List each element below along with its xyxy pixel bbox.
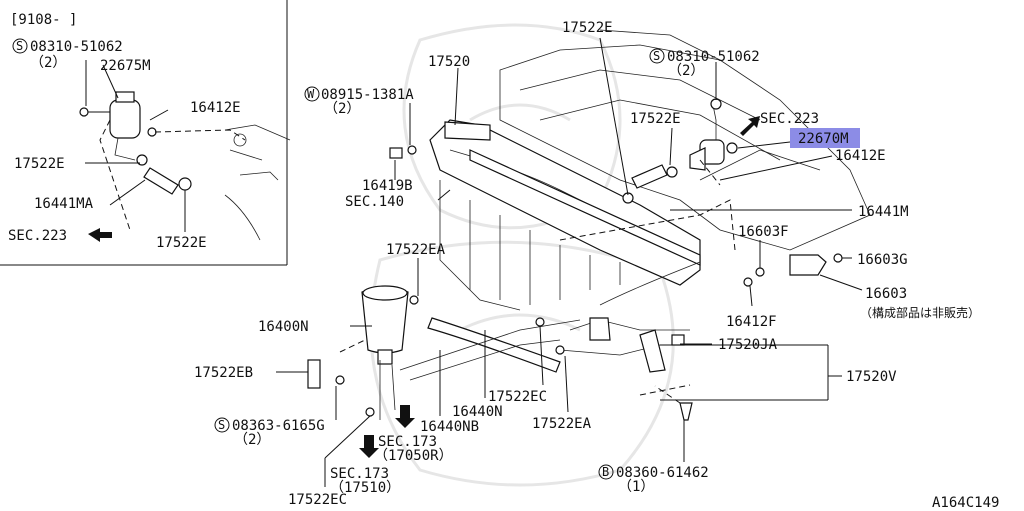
bolt-qty-mid: （2） (234, 432, 270, 448)
label-17522ea-bottom: 17522EA (532, 416, 592, 432)
inset-bolt-qty: （2） (30, 55, 66, 71)
label-16440nb: 16440NB (420, 419, 479, 435)
label-sec173-a-sub: （17050R） (374, 448, 453, 464)
label-17522ea-top: 17522EA (386, 242, 446, 258)
fuel-pressure-regulator (622, 98, 738, 204)
label-sec173-a: SEC.173 (378, 434, 437, 450)
bolt-callout-mid: S 08363-6165G （2） (214, 417, 325, 448)
inset-frame (0, 0, 288, 266)
label-16603: 16603 (865, 286, 907, 302)
label-22670m: 22670M (798, 131, 849, 147)
label-17522eb: 17522EB (194, 365, 253, 381)
label-17522e-inset-bottom: 17522E (156, 235, 207, 251)
s-symbol: S (16, 39, 23, 53)
washer-qty: （2） (324, 101, 360, 117)
washer-callout: W 08915-1381A （2） (304, 86, 414, 117)
bolt-callout-top: S 08310-51062 （2） (649, 48, 760, 79)
label-17520v: 17520V (846, 369, 897, 385)
label-16603-note: （構成部品は非販売） (860, 305, 980, 320)
inset-bolt-part: 08310-51062 (30, 39, 123, 55)
label-17522ec-mid: 17522EC (488, 389, 547, 405)
label-sec173-b-sub: （17510） (330, 480, 400, 496)
label-16419b: 16419B (362, 178, 413, 194)
bolt-qty-top: （2） (668, 63, 704, 79)
bolt-qty-bottom: （1） (618, 479, 654, 495)
label-16441m: 16441M (858, 204, 909, 220)
label-sec223-inset: SEC.223 (8, 228, 67, 244)
bolt-callout-bottom: B 08360-61462 （1） (598, 464, 709, 495)
label-16603g: 16603G (857, 252, 908, 268)
arrow-down-icon (359, 435, 379, 458)
label-16603f: 16603F (738, 224, 789, 240)
reference-code: A164C149 (932, 495, 999, 511)
inset-range: [9108- ] (10, 12, 77, 28)
bolt-part-bottom: 08360-61462 (616, 465, 709, 481)
label-16412f: 16412F (726, 314, 777, 330)
label-17520: 17520 (428, 54, 470, 70)
label-16441ma: 16441MA (34, 196, 94, 212)
label-17522e-top: 17522E (562, 20, 613, 36)
arrow-down-icon (395, 405, 415, 428)
label-sec173-b: SEC.173 (330, 466, 389, 482)
arrow-up-right-icon (740, 116, 760, 136)
bolt-part-mid: 08363-6165G (232, 418, 325, 434)
arrow-left-icon (88, 228, 112, 242)
washer-part: 08915-1381A (321, 87, 414, 103)
leader-lines (276, 37, 863, 487)
label-22675m: 22675M (100, 58, 151, 74)
label-17522e-inset-left: 17522E (14, 156, 65, 172)
w-symbol: W (307, 87, 315, 101)
fuel-hoses (379, 317, 690, 420)
highlight-22670m (790, 128, 860, 148)
inset-bolt-callout: S 08310-51062 （2） (12, 38, 123, 71)
inset-drawing (79, 60, 291, 241)
dashed-guides (339, 159, 736, 404)
label-sec223: SEC.223 (760, 111, 819, 127)
fuel-filter (361, 285, 409, 365)
s-symbol: S (218, 418, 225, 432)
label-17520ja: 17520JA (718, 337, 778, 353)
label-16412e: 16412E (835, 148, 886, 164)
s-symbol: S (653, 49, 660, 63)
label-sec140: SEC.140 (345, 194, 404, 210)
fuel-rail (469, 149, 701, 306)
label-16440n: 16440N (452, 404, 503, 420)
label-17522e-mid: 17522E (630, 111, 681, 127)
label-17522ec-bottom: 17522EC (288, 492, 347, 508)
bolt-part-top: 08310-51062 (667, 49, 760, 65)
b-symbol: B (602, 465, 609, 479)
label-16412e-inset: 16412E (190, 100, 241, 116)
fuel-damper (743, 253, 843, 287)
label-16400n: 16400N (258, 319, 309, 335)
